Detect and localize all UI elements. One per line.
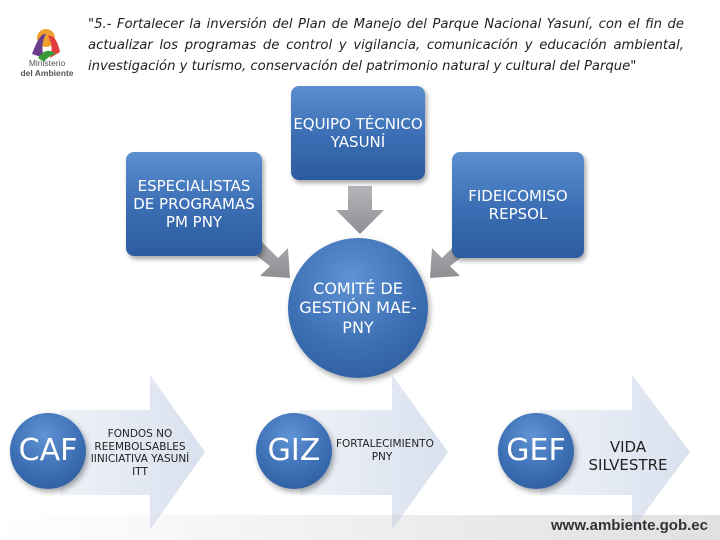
arrow-equipo-comite (336, 186, 384, 234)
ministerio-ambiente-logo (32, 29, 60, 62)
logo-text: Ministerio del Ambiente (12, 58, 82, 78)
logo-line2: del Ambiente (20, 68, 74, 78)
equipo-tecnico-box: EQUIPO TÉCNICO YASUNÍ (291, 86, 425, 180)
caf-program-label: FONDOS NO REEMBOLSABLES IINICIATIVA YASU… (90, 428, 190, 478)
gef-program-label: VIDA SILVESTRE (588, 438, 668, 474)
giz-circle: GIZ (256, 413, 332, 489)
gef-big-arrow (540, 375, 690, 530)
footer-bar (0, 515, 720, 540)
giz-program-label: FORTALECIMIENTO PNY (336, 438, 434, 463)
giz-big-arrow (300, 375, 448, 530)
comite-gestion-circle: COMITÉ DE GESTIÓN MAE-PNY (288, 238, 428, 378)
fideicomiso-box: FIDEICOMISO REPSOL (452, 152, 584, 258)
gef-circle: GEF (498, 413, 574, 489)
especialistas-box: ESPECIALISTAS DE PROGRAMAS PM PNY (126, 152, 262, 256)
header-quote: "5.- Fortalecer la inversión del Plan de… (88, 17, 684, 74)
footer-url: www.ambiente.gob.ec (551, 517, 708, 534)
logo-line1: Ministerio (28, 58, 66, 68)
caf-big-arrow (60, 375, 205, 530)
caf-circle: CAF (10, 413, 86, 489)
